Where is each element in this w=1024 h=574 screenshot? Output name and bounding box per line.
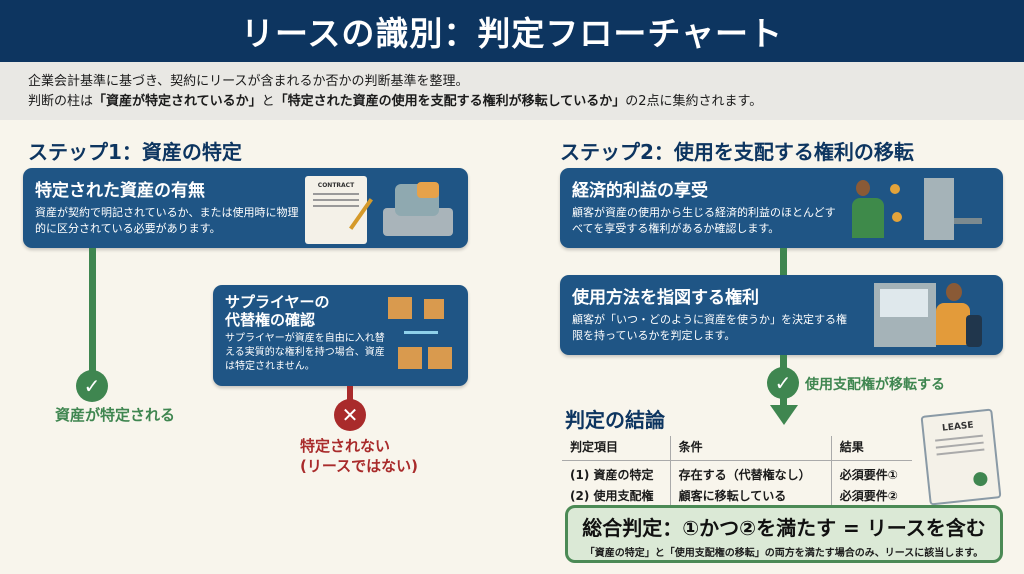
check-icon: ✓	[76, 370, 108, 402]
card-body: 資産が契約で明記されているか、または使用時に物理的に区分されている必要があります…	[35, 206, 299, 235]
card-title: 特定された資産の有無	[35, 181, 205, 201]
intro-line2: 判断の柱は「資産が特定されているか」と「特定された資産の使用を支配する権利が移転…	[28, 92, 996, 112]
control-panel-icon	[874, 281, 984, 349]
contract-icon: CONTRACT	[305, 176, 373, 244]
overall-judgment-box: 総合判定：①かつ②を満たす = リースを含む 「資産の特定」と「使用支配権の移転…	[565, 505, 1003, 563]
table-cell: (2) 使用支配権	[570, 489, 654, 503]
page-title: リースの識別：判定フローチャート	[0, 0, 1024, 62]
conclusion-table: 判定項目条件結果 (1) 資産の特定 存在する（代替権なし）必須要件① (2) 使…	[562, 436, 912, 506]
machine-icon	[383, 180, 455, 238]
control-transferred-label: 使用支配権が移転する	[805, 377, 945, 393]
boxes-swap-icon	[386, 293, 458, 379]
table-cell: 必須要件①	[830, 460, 912, 485]
intro-line1: 企業会計基準に基づき、契約にリースが含まれるか否かの判断基準を整理。	[28, 74, 469, 89]
title-line1: サプライヤーの	[225, 293, 330, 311]
card-body: 顧客が資産の使用から生じる経済的利益のほとんどすべてを享受する権利があるか確認し…	[572, 206, 836, 235]
intro-connector: と	[261, 94, 275, 109]
table-cell: 存在する（代替権なし）	[669, 460, 832, 485]
column-header: 結果	[830, 436, 912, 461]
table-cell: (1) 資産の特定	[570, 468, 654, 482]
card-title: サプライヤーの代替権の確認	[225, 293, 456, 329]
arrow-down-icon	[770, 405, 798, 425]
x-icon: ✕	[334, 399, 366, 431]
pillar-2: 「特定された資産の使用を支配する権利が移転しているか」	[274, 94, 626, 109]
not-identified-line1: 特定されない	[300, 437, 391, 455]
step2-card-direct-use: 使用方法を指図する権利 顧客が「いつ・どのように資産を使うか」を決定する権限を持…	[560, 275, 1003, 355]
connector-line	[780, 248, 787, 275]
intro-suffix: の2点に集約されます。	[625, 94, 763, 109]
table-cell: 顧客に移転している	[669, 485, 832, 506]
card-body: サプライヤーが資産を自由に入れ替える実質的な権利を持つ場合、資産は特定されません…	[225, 333, 385, 372]
contract-label: CONTRACT	[317, 182, 355, 189]
step1-heading: ステップ1：資産の特定	[28, 140, 242, 164]
card-title: 使用方法を指図する権利	[572, 288, 759, 308]
column-header: 判定項目	[562, 436, 671, 461]
card-body: 顧客が「いつ・どのように資産を使うか」を決定する権限を持っているかを判定します。	[572, 313, 847, 342]
conclusion-heading: 判定の結論	[565, 408, 665, 432]
intro-section: 企業会計基準に基づき、契約にリースが含まれるか否かの判断基準を整理。 判断の柱は…	[0, 62, 1024, 120]
benefit-machine-icon	[850, 176, 982, 242]
step2-card-economic-benefits: 経済的利益の享受 顧客が資産の使用から生じる経済的利益のほとんどすべてを享受する…	[560, 168, 1003, 248]
column-header: 条件	[669, 436, 832, 461]
pillar-1: 「資産が特定されているか」	[93, 94, 262, 109]
table-header: 判定項目条件結果	[562, 436, 912, 461]
step1-card-substitution-right: サプライヤーの代替権の確認 サプライヤーが資産を自由に入れ替える実質的な権利を持…	[213, 285, 468, 386]
title-line2: 代替権の確認	[225, 311, 316, 329]
connector-line	[347, 386, 353, 402]
table-row: (2) 使用支配権 顧客に移転している必須要件②	[562, 485, 912, 506]
step2-heading: ステップ2：使用を支配する権利の移転	[560, 140, 914, 164]
step1-card-identified-asset: 特定された資産の有無 資産が契約で明記されているか、または使用時に物理的に区分さ…	[23, 168, 468, 248]
intro-prefix: 判断の柱は	[28, 94, 94, 109]
connector-line	[89, 248, 96, 372]
table-cell: 必須要件②	[830, 485, 912, 506]
asset-identified-label: 資産が特定される	[55, 406, 176, 424]
not-identified-label: 特定されない (リースではない)	[300, 436, 418, 476]
overall-note: 「資産の特定」と「使用支配権の移転」の両方を満たす場合のみ、リースに該当します。	[584, 548, 984, 559]
not-identified-line2: (リースではない)	[300, 457, 418, 475]
table-row: (1) 資産の特定 存在する（代替権なし）必須要件①	[562, 460, 912, 485]
lease-document-icon: LEASE	[920, 408, 1002, 506]
lease-label: LEASE	[941, 420, 975, 434]
card-title: 経済的利益の享受	[572, 181, 708, 201]
overall-judgment: 総合判定：①かつ②を満たす = リースを含む	[582, 516, 986, 540]
check-icon: ✓	[767, 367, 799, 399]
